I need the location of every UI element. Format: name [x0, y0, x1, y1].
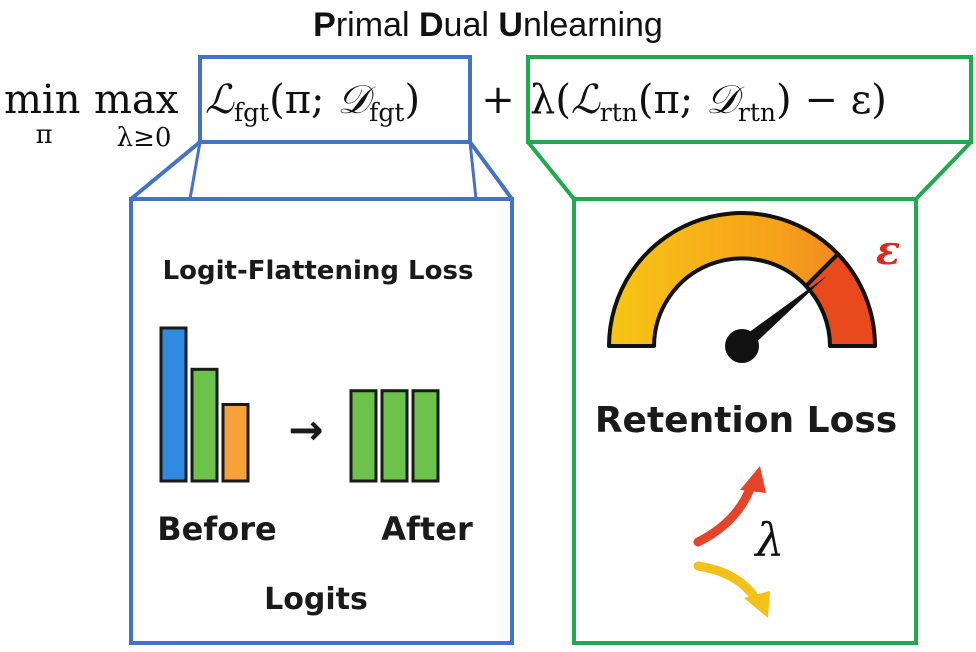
gauge-arc-danger	[804, 252, 877, 348]
forget-term-box	[198, 55, 472, 144]
lambda-down-arrow-icon	[693, 561, 770, 618]
after-bar-1	[349, 389, 378, 483]
lambda-symbol: λ	[753, 513, 784, 567]
forget-connector-left	[129, 140, 202, 201]
logits-label: Logits	[264, 582, 368, 617]
forget-connector-far-right	[468, 140, 514, 201]
plus-sign: +	[481, 77, 515, 123]
before-bar-3	[221, 403, 250, 483]
before-label: Before	[157, 510, 276, 548]
retain-loss-term: λ(ℒrtn(π; 𝒟rtn) − ε)	[530, 77, 887, 127]
diagram-title: Primal Dual Unlearning	[313, 6, 663, 44]
retain-connector-left	[526, 140, 576, 201]
max-operator: max	[94, 77, 179, 123]
min-subscript: π	[35, 120, 52, 150]
transition-arrow: →	[288, 405, 323, 454]
after-label: After	[381, 510, 473, 548]
retain-panel-heading: Retention Loss	[595, 400, 897, 441]
gauge-icon	[607, 211, 877, 363]
forget-connector-right	[468, 141, 478, 200]
min-operator: min	[4, 77, 80, 123]
retain-connector-right	[914, 140, 973, 201]
max-subscript: λ≥0	[117, 123, 172, 153]
after-bar-2	[380, 389, 409, 483]
retain-term-box	[526, 55, 973, 144]
after-bar-3	[411, 389, 440, 483]
epsilon-threshold: ε	[876, 227, 900, 274]
forget-connector-mid	[188, 141, 202, 200]
gauge-needle	[737, 275, 827, 352]
gauge-hub	[725, 329, 759, 363]
before-bar-2	[190, 367, 219, 483]
before-bars	[159, 326, 250, 483]
before-bar-1	[159, 326, 188, 483]
after-bars	[349, 389, 440, 483]
gauge-arc-main	[607, 211, 840, 348]
lambda-up-arrow-icon	[693, 466, 766, 547]
forget-panel-heading: Logit-Flattening Loss	[163, 256, 474, 286]
forget-loss-term: ℒfgt(π; 𝒟fgt)	[205, 77, 420, 127]
